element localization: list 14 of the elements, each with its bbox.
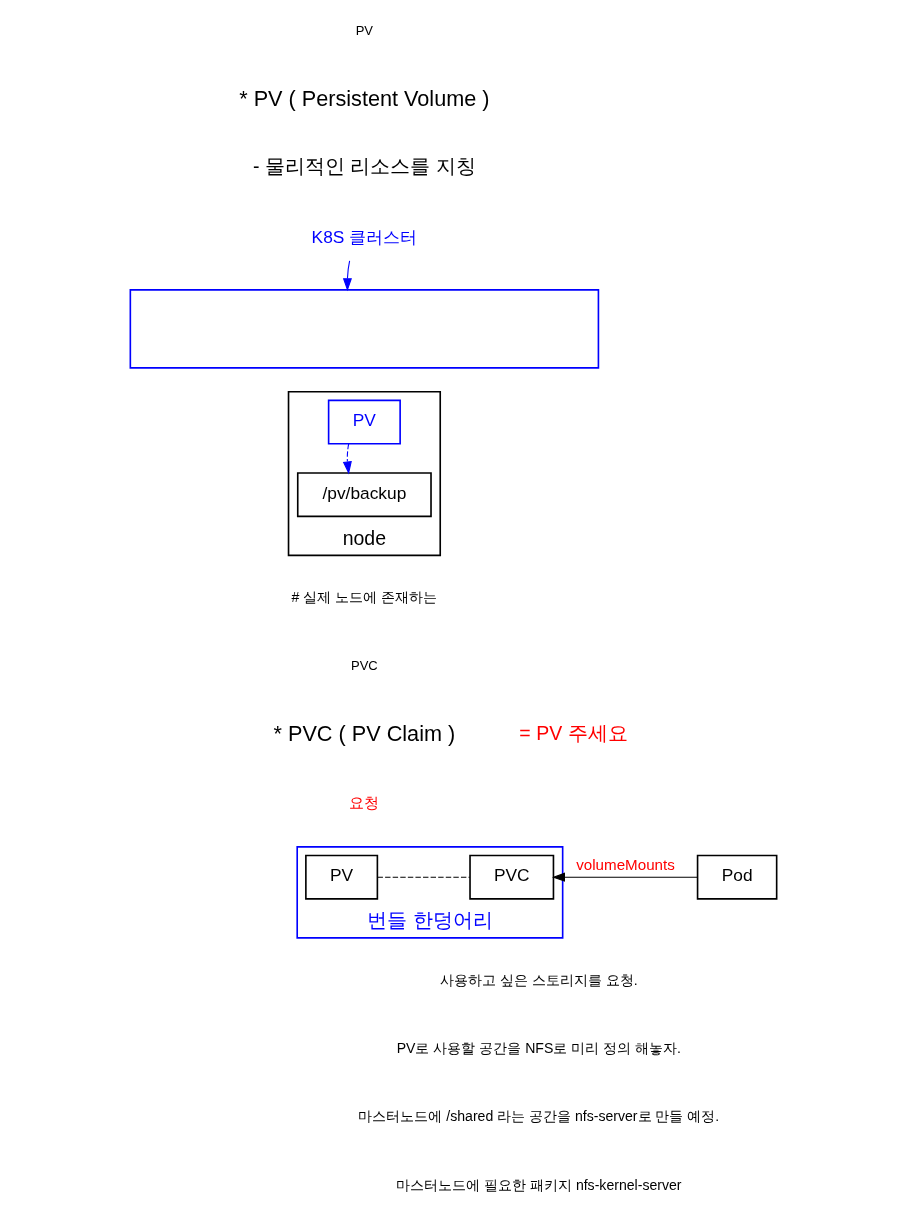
label: = PV 주세요	[519, 722, 628, 744]
node-text: K8S 클러스터	[311, 227, 418, 248]
label: 마스터노드에 /shared 라는 공간을 nfs-server로 만들 예정.	[358, 1108, 720, 1125]
label: * PV ( Persistent Volume )	[239, 85, 490, 111]
label: - 물리적인 리소스를 지칭	[253, 155, 476, 178]
label: * PVC ( PV Claim )	[273, 720, 456, 746]
label: PV로 사용할 공간을 NFS로 미리 정의 해놓자.	[396, 1040, 681, 1057]
label: 사용하고 싶은 스토리지를 요청.	[440, 971, 638, 988]
label: PV	[355, 23, 374, 39]
label: 요청	[349, 793, 380, 811]
label: # 실제 노드에 존재하는	[291, 589, 438, 606]
label: PVC	[351, 658, 378, 674]
edge-label: volumeMounts	[576, 855, 675, 873]
label: 마스터노드에 필요한 패키지 nfs-kernel-server	[396, 1176, 682, 1193]
